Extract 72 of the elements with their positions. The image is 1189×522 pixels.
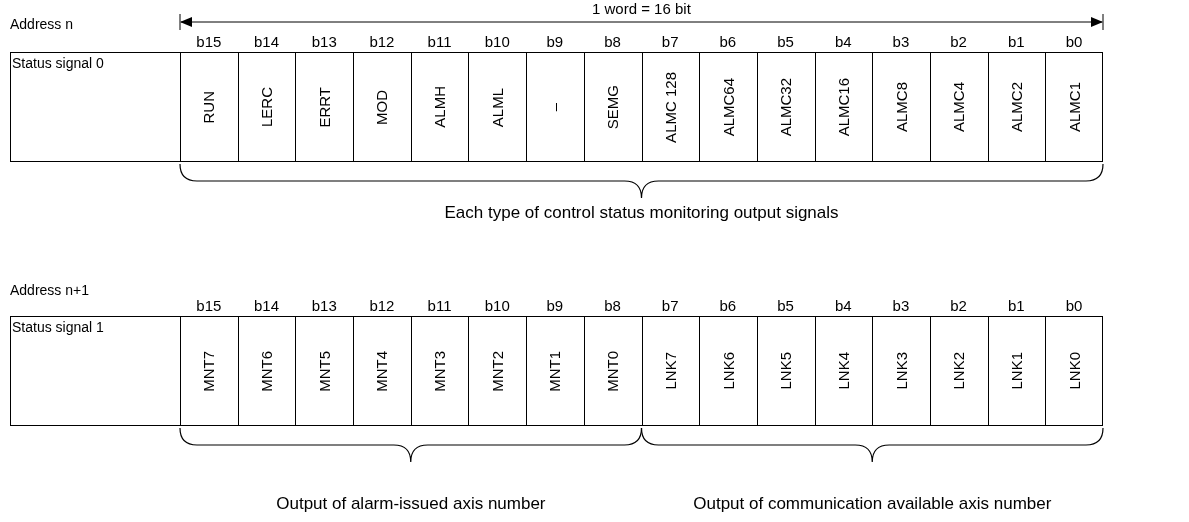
bit-number: b7	[661, 297, 679, 315]
row-label: Status signal 0	[12, 54, 104, 72]
signal-name: ALMC2	[1007, 82, 1025, 133]
bit-number: b0	[1065, 33, 1083, 51]
bit-number: b13	[311, 297, 337, 315]
bit-number: b4	[834, 33, 852, 51]
bit-number: b9	[546, 297, 564, 315]
signal-name: MNT3	[431, 350, 449, 392]
signal-name: ALMC8	[892, 82, 910, 133]
bit-number: b6	[719, 33, 737, 51]
bit-number: b7	[661, 33, 679, 51]
bit-number: b9	[546, 33, 564, 51]
signal-name: RUN	[200, 90, 218, 123]
bit-number: b15	[196, 33, 222, 51]
bit-number: b4	[834, 297, 852, 315]
bit-number: b13	[311, 33, 337, 51]
bit-number: b3	[892, 33, 910, 51]
signal-name: LNK0	[1065, 352, 1083, 390]
signal-name: ALML	[488, 87, 506, 127]
bit-number: b15	[196, 297, 222, 315]
bit-number: b8	[604, 297, 621, 315]
signal-name: –	[546, 103, 564, 112]
signal-name: MNT1	[546, 350, 564, 392]
signal-name: ERRT	[315, 86, 333, 128]
bit-number: b10	[484, 297, 510, 315]
signal-name: MNT6	[258, 350, 276, 392]
signal-name: LNK7	[661, 352, 679, 390]
word-size-label: 1 word = 16 bit	[592, 0, 691, 18]
signal-name: LNK1	[1007, 352, 1025, 390]
bit-number: b14	[254, 33, 280, 51]
bit-number: b3	[892, 297, 910, 315]
bit-number: b1	[1007, 297, 1025, 315]
signal-name: LNK4	[834, 352, 852, 390]
bit-number: b5	[777, 33, 794, 51]
bit-number: b5	[777, 297, 794, 315]
signal-name: ALMC32	[777, 78, 795, 137]
bit-number: b0	[1065, 297, 1083, 315]
signal-name: LNK6	[719, 352, 737, 390]
signal-name: ALMH	[431, 86, 449, 128]
signal-name: ALMC 128	[661, 71, 679, 143]
caption: Each type of control status monitoring output signals	[444, 204, 839, 222]
signal-name: LNK2	[950, 352, 968, 390]
caption: Output of communication available axis number	[693, 495, 1052, 513]
row-label: Status signal 1	[12, 318, 104, 336]
bit-number: b2	[950, 297, 967, 315]
signal-name: ALMC64	[719, 78, 737, 137]
signal-name: ALMC16	[834, 78, 852, 137]
caption: Output of alarm-issued axis number	[276, 495, 546, 513]
signal-name: ALMC4	[950, 82, 968, 133]
bit-number: b12	[369, 297, 395, 315]
signal-name: LNK3	[892, 352, 910, 390]
signal-name: LERC	[258, 87, 276, 127]
bit-number: b6	[719, 297, 737, 315]
signal-name: MNT4	[373, 350, 391, 392]
bit-number: b10	[484, 33, 510, 51]
signal-name: MNT0	[604, 350, 622, 392]
bit-number: b8	[604, 33, 621, 51]
signal-name: MOD	[373, 89, 391, 125]
bit-number: b14	[254, 297, 280, 315]
bit-number: b1	[1007, 33, 1025, 51]
bit-number: b12	[369, 33, 395, 51]
signal-name: MNT2	[488, 350, 506, 392]
signal-name: SEMG	[604, 85, 622, 130]
signal-name: MNT7	[200, 350, 218, 392]
signal-name: MNT5	[315, 350, 333, 392]
bit-number: b11	[427, 297, 452, 315]
bit-number: b11	[427, 33, 452, 51]
signal-name: ALMC1	[1065, 82, 1083, 133]
signal-name: LNK5	[777, 352, 795, 390]
address-label: Address n	[10, 15, 74, 33]
bit-number: b2	[950, 33, 967, 51]
address-label: Address n+1	[10, 281, 89, 299]
